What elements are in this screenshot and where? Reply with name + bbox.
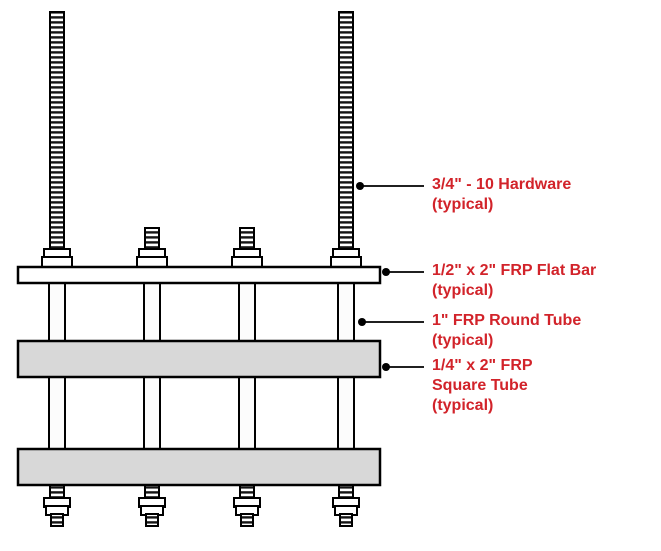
label-round-tube-line1: 1" FRP Round Tube bbox=[432, 312, 582, 329]
bottom-fastener-4 bbox=[332, 484, 360, 527]
label-flat-bar-line1: 1/2" x 2" FRP Flat Bar bbox=[432, 262, 597, 279]
label-hardware-line1: 3/4" - 10 Hardware bbox=[432, 176, 572, 193]
leader-square-tube bbox=[382, 363, 424, 371]
label-square-tube-line1: 1/4" x 2" FRP bbox=[432, 357, 533, 374]
leader-round-tube bbox=[358, 318, 424, 326]
threaded-rod-left bbox=[49, 11, 65, 269]
hex-nut-top-1 bbox=[41, 248, 73, 269]
frp-flat-bar bbox=[16, 265, 382, 285]
hex-nut-top-3 bbox=[231, 248, 263, 269]
bottom-fastener-3 bbox=[233, 484, 261, 527]
label-flat-bar-line2: (typical) bbox=[432, 282, 494, 299]
label-square-tube: 1/4" x 2" FRP Square Tube (typical) bbox=[432, 356, 533, 416]
label-round-tube-line2: (typical) bbox=[432, 332, 494, 349]
hex-nut-top-4 bbox=[330, 248, 362, 269]
label-hardware: 3/4" - 10 Hardware (typical) bbox=[432, 175, 571, 215]
leader-hardware bbox=[356, 182, 424, 190]
frp-square-tube-bottom bbox=[16, 447, 382, 487]
hex-nut-top-2 bbox=[136, 248, 168, 269]
label-square-tube-line3: (typical) bbox=[432, 397, 494, 414]
square-tube-bottom-rect bbox=[16, 447, 382, 487]
bottom-fastener-2 bbox=[138, 484, 166, 527]
label-flat-bar: 1/2" x 2" FRP Flat Bar (typical) bbox=[432, 261, 596, 301]
square-tube-top-rect bbox=[16, 339, 382, 379]
bottom-fastener-1 bbox=[43, 484, 71, 527]
threaded-rod-right bbox=[338, 11, 354, 269]
frp-square-tube-top bbox=[16, 339, 382, 379]
label-hardware-line2: (typical) bbox=[432, 196, 494, 213]
leader-flat-bar bbox=[382, 268, 424, 276]
label-square-tube-line2: Square Tube bbox=[432, 377, 528, 394]
label-round-tube: 1" FRP Round Tube (typical) bbox=[432, 311, 581, 351]
